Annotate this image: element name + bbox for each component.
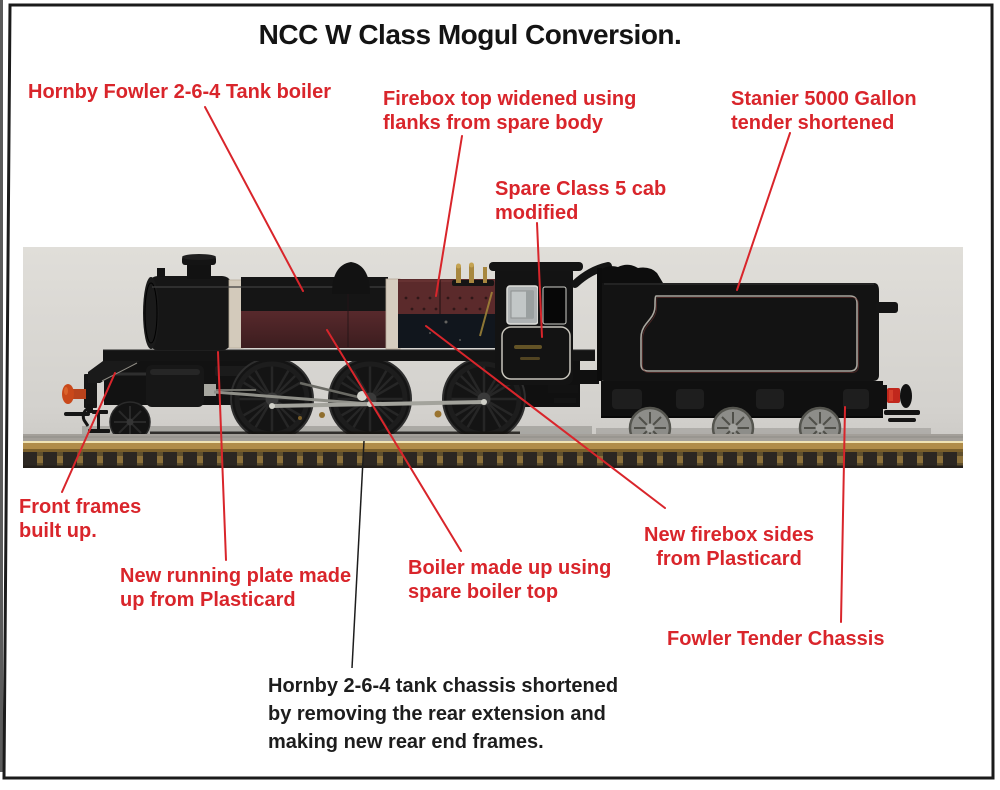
chimney (187, 263, 211, 279)
cab-roof (489, 262, 583, 271)
drawbar (573, 370, 599, 384)
label-fowler-tender-chassis: Fowler Tender Chassis (667, 628, 885, 650)
front-steps (88, 429, 110, 433)
driving-wheel-2 (329, 358, 411, 440)
crosshead (204, 384, 216, 396)
label-stanier-tender: Stanier 5000 Gallon tender shortened (731, 88, 917, 134)
label-chassis-note: Hornby 2-6-4 tank chassis shortened by r… (268, 675, 619, 753)
rail (23, 443, 963, 450)
label-spare-cab: Spare Class 5 cab modified (495, 178, 667, 224)
cream-filler-front (228, 279, 244, 349)
cream-filler-rear (385, 278, 401, 350)
boiler-maroon-flank (241, 308, 388, 348)
tender-buffer (887, 388, 900, 403)
label-running-plate: New running plate made up from Plasticar… (120, 565, 352, 611)
page-title: NCC W Class Mogul Conversion. (258, 19, 682, 50)
label-hornby-fowler-boiler: Hornby Fowler 2-6-4 Tank boiler (28, 81, 332, 103)
front-buffer (62, 384, 74, 404)
label-firebox-top: Firebox top widened using flanks from sp… (383, 88, 637, 134)
track (23, 434, 963, 468)
cab-side-opening (542, 286, 567, 325)
leader-chassis-note (351, 440, 365, 669)
label-firebox-sides: New firebox sides from Plasticard (644, 524, 815, 570)
label-front-frames: Front frames built up. (19, 496, 142, 542)
locomotive-photo (23, 247, 963, 468)
label-boiler-made-up: Boiler made up using spare boiler top (408, 557, 612, 603)
sleepers (23, 452, 963, 466)
tender-coupling (888, 418, 916, 422)
